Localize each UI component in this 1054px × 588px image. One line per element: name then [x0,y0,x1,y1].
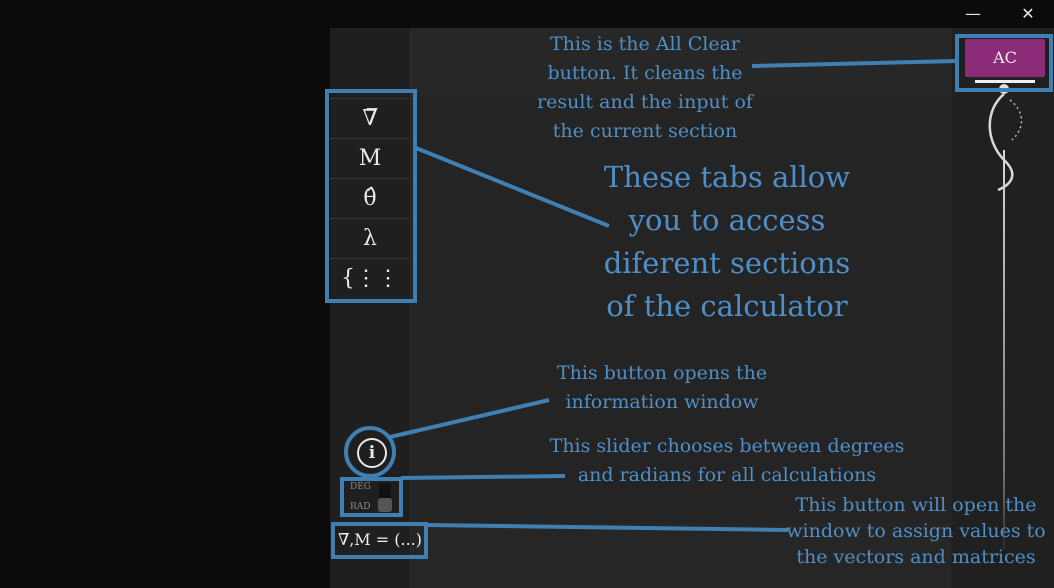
system-tab-icon: {⋮⋮ [341,266,399,291]
slider-annotation-line: and radians for all calculations [577,464,877,486]
slider-connector [400,474,566,480]
ac-annotation-line: the current section [552,120,738,142]
assign-annotation-line: window to assign values to [786,520,1046,542]
slider-thumb[interactable] [378,498,392,512]
tabs-connector [415,146,610,228]
ornament-line [1003,150,1005,550]
close-icon: ✕ [1021,4,1035,23]
minimize-button[interactable]: — [950,0,996,28]
matrix-tab-icon: M [358,146,382,171]
tab-angles[interactable]: θ̂ [330,178,410,219]
assign-highlight [331,522,428,559]
section-content [411,98,951,523]
tabs-annotation-line: of the calculator [606,289,848,323]
assign-annotation: This button will open the window to assi… [780,492,1052,570]
angle-unit-slider[interactable]: DEG RAD [342,480,400,514]
vector-tab-icon: ∇̅ [362,106,378,131]
ac-annotation-line: result and the input of [537,91,753,113]
assign-annotation-line: This button will open the [795,494,1037,516]
tabs-annotation: These tabs allow you to access diferent … [567,156,887,328]
theta-tab-icon: θ̂ [363,186,377,211]
tab-vectors[interactable]: ∇̅ [330,98,410,139]
ac-underline [975,80,1035,83]
tabs-annotation-line: you to access [628,203,826,237]
tab-matrices[interactable]: M [330,138,410,179]
info-annotation-line: This button opens the [556,362,768,384]
assign-values-button[interactable]: ∇̅,M = (...) [338,530,422,549]
slider-annotation-line: This slider chooses between degrees [549,435,905,457]
title-bar: — ✕ [0,0,1054,28]
minimize-icon: — [965,4,981,23]
deg-label: DEG [350,482,371,492]
info-annotation: This button opens the information window [510,359,814,417]
ac-annotation: This is the All Clear button. It cleans … [495,30,795,146]
close-button[interactable]: ✕ [1005,0,1051,28]
tabs-annotation-line: These tabs allow [603,160,851,194]
lambda-tab-icon: λ [363,226,377,251]
ac-annotation-line: This is the All Clear [550,33,740,55]
section-tabs: ∇̅ M θ̂ λ {⋮⋮ [330,98,410,298]
assign-connector [427,523,789,532]
tabs-highlight [325,89,417,303]
slider-highlight [340,477,403,517]
ac-connector [751,59,958,68]
rad-label: RAD [350,502,371,512]
tab-lambda[interactable]: λ [330,218,410,259]
ac-annotation-line: button. It cleans the [547,62,743,84]
tabs-annotation-line: diferent sections [603,246,851,280]
slider-annotation: This slider chooses between degrees and … [515,432,939,490]
info-connector [389,398,550,439]
tab-systems[interactable]: {⋮⋮ [330,258,410,299]
all-clear-button[interactable]: AC [965,39,1045,77]
info-highlight [344,426,396,478]
assign-annotation-line: the vectors and matrices [796,546,1036,568]
info-annotation-line: information window [565,391,759,413]
result-area [411,523,951,588]
